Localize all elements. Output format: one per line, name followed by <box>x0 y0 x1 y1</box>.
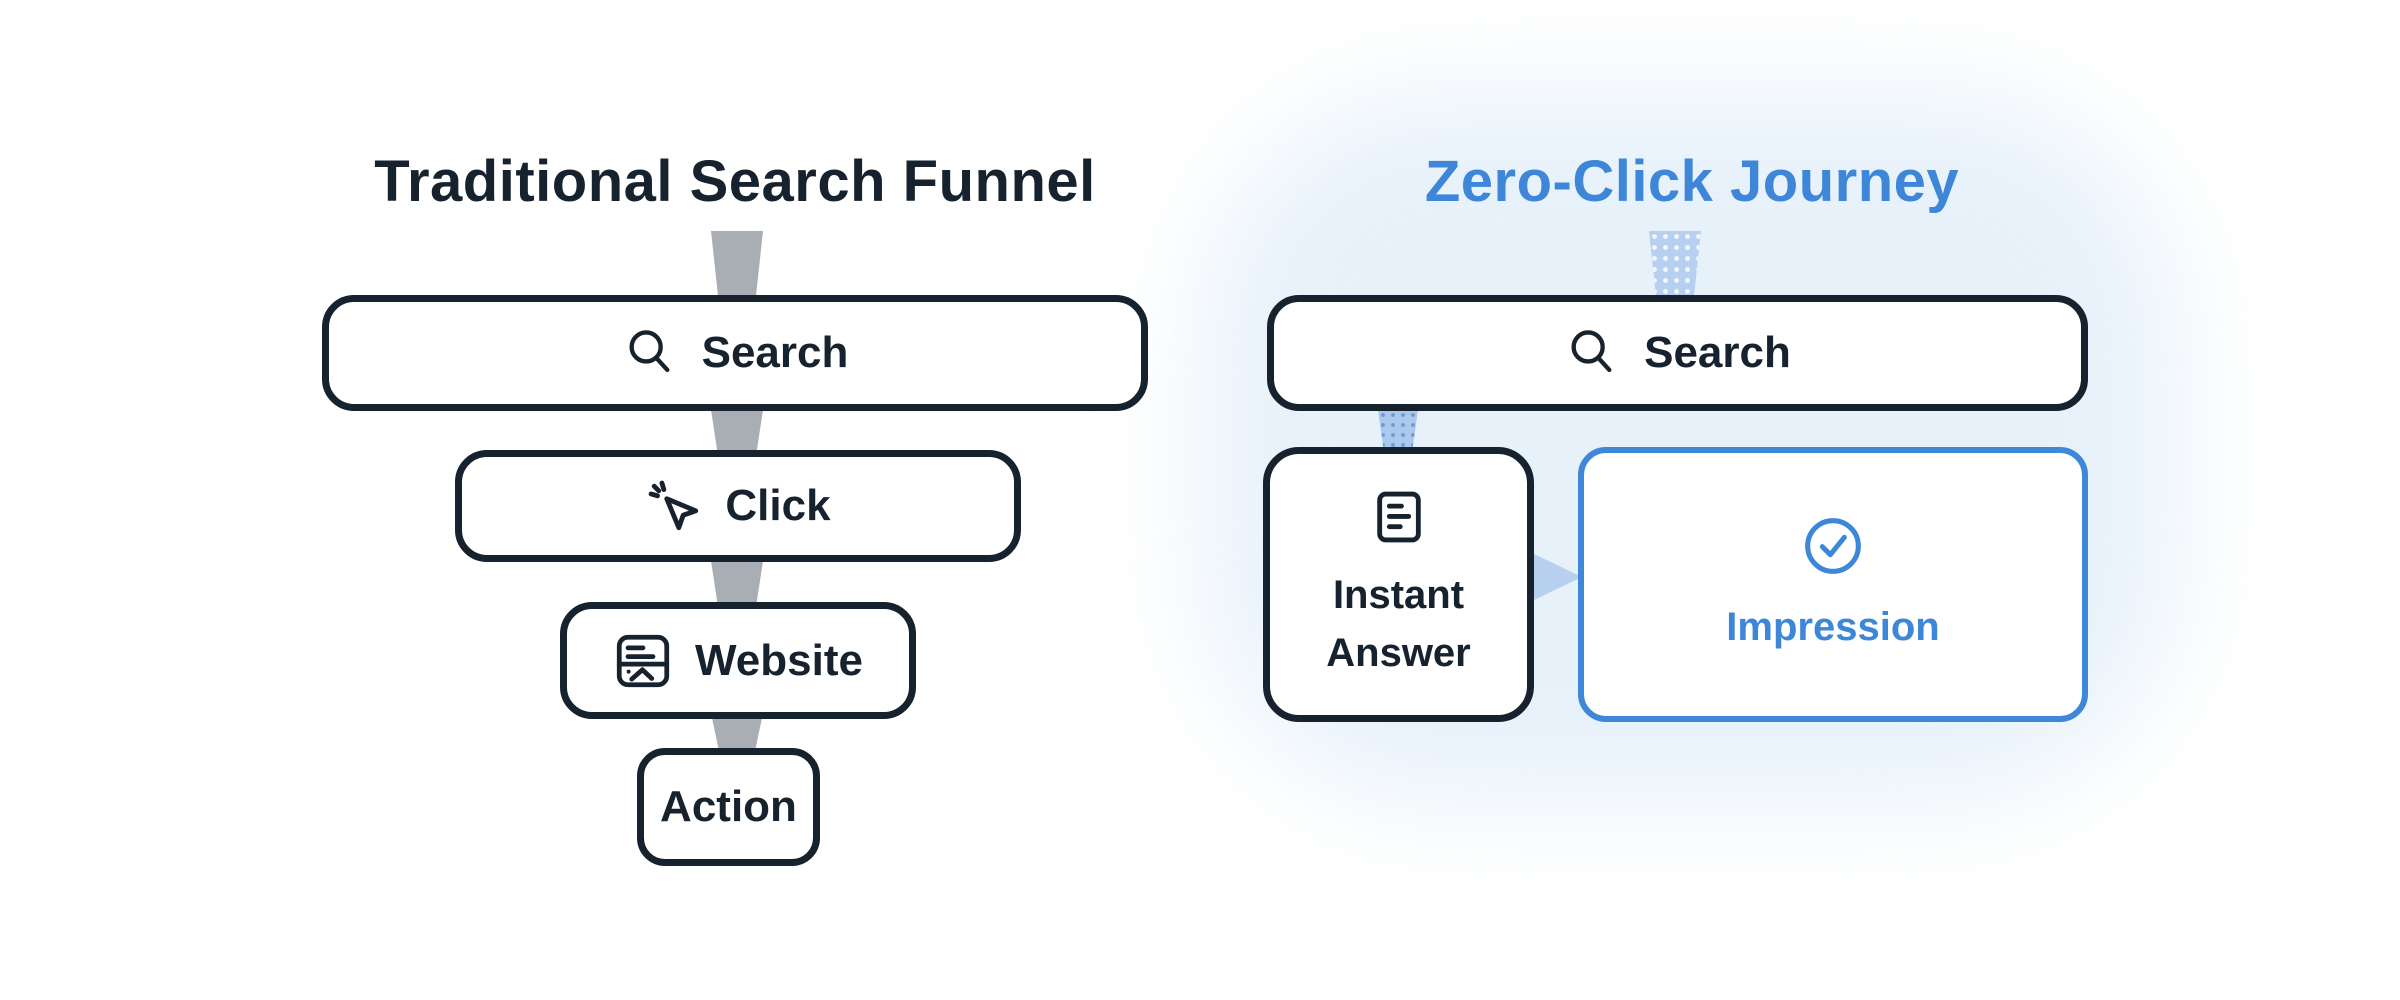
funnel-step-action: Action <box>637 748 820 866</box>
funnel-step-click: Click <box>455 450 1021 562</box>
document-icon <box>1376 491 1421 542</box>
cursor-click-icon <box>649 480 699 531</box>
funnel-step-search: Search <box>322 295 1148 411</box>
website-icon <box>616 634 670 687</box>
funnel-step-label: Click <box>725 481 831 530</box>
funnel-step-label: Search <box>701 328 849 377</box>
funnel-connector-website-action <box>712 718 762 750</box>
search-icon <box>1571 330 1612 373</box>
outcome-impression: Impression <box>1578 447 2088 722</box>
funnel-connector-search-click <box>711 410 763 456</box>
outcome-label: Impression <box>1726 604 1940 649</box>
funnel-step-website: Website <box>560 602 916 719</box>
journey-connector-search-answer <box>1378 410 1418 448</box>
check-circle-icon <box>1805 517 1861 574</box>
funnel-connector-title-search <box>711 231 763 296</box>
search-icon <box>629 330 670 373</box>
funnel-step-label: Website <box>695 635 863 685</box>
left-panel-title: Traditional Search Funnel <box>374 149 1096 214</box>
journey-step-label: Search <box>1644 328 1791 377</box>
outcome-instant-answer: Instant Answer <box>1263 447 1534 722</box>
journey-step-search: Search <box>1267 295 2088 411</box>
journey-connector-title-search <box>1649 231 1701 296</box>
right-panel-title: Zero-Click Journey <box>1424 149 1960 214</box>
outcome-label: Instant Answer <box>1326 572 1471 675</box>
funnel-step-label: Action <box>660 782 797 831</box>
funnel-connector-click-website <box>711 561 763 607</box>
